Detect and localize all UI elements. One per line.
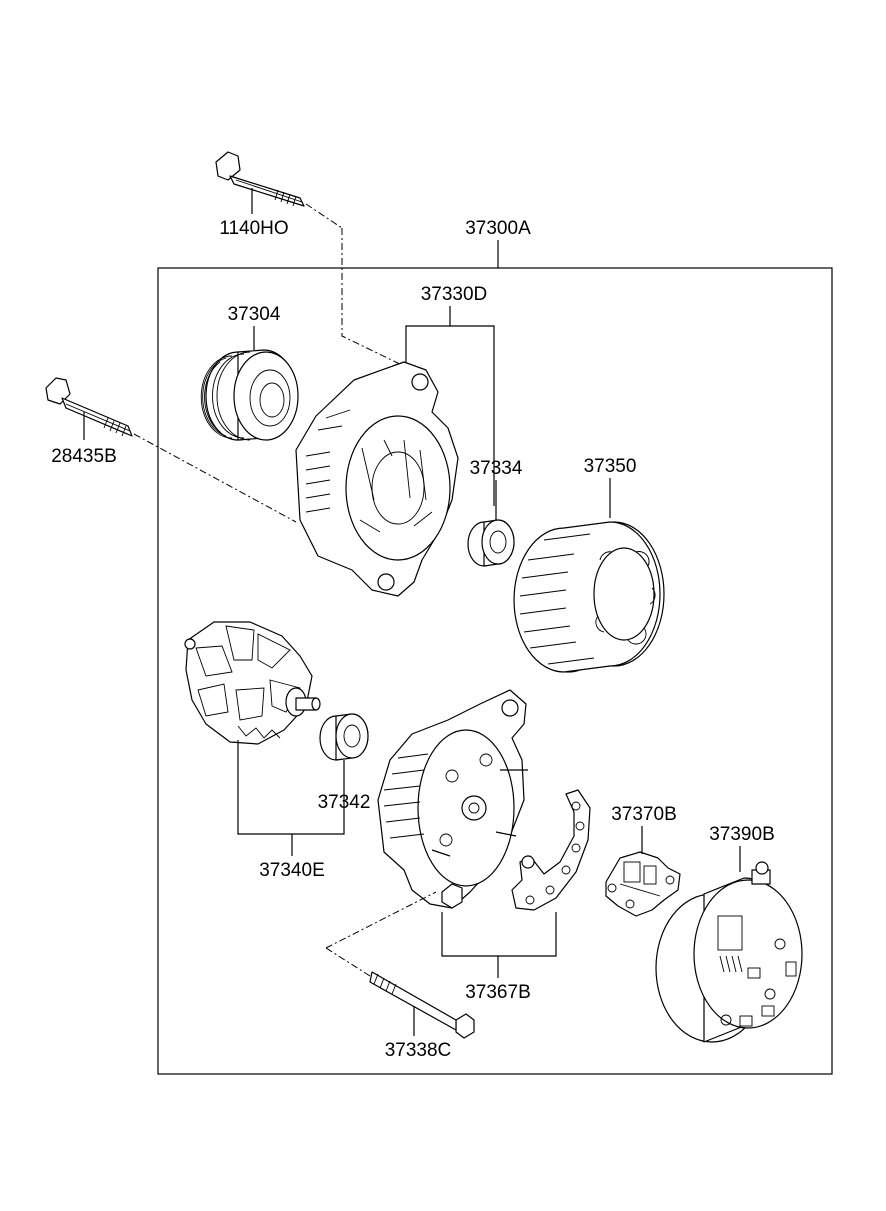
label-stator: 37350: [584, 456, 637, 477]
rectifier-37367B[interactable]: [441, 789, 591, 978]
front-bearing-37334[interactable]: [467, 480, 515, 567]
label-pulley: 37304: [228, 304, 281, 325]
rear-bracket[interactable]: [377, 689, 528, 909]
pulley-37304[interactable]: [200, 326, 299, 441]
label-rear-cover: 37390B: [709, 824, 775, 845]
label-bolt-top: 1140HO: [219, 218, 288, 239]
regulator-37370B[interactable]: [605, 826, 681, 917]
bolt-1140HO[interactable]: [215, 151, 405, 367]
assembly-frame: [157, 267, 833, 1075]
label-front-bearing: 37334: [470, 458, 523, 479]
bolt-28435B[interactable]: [45, 377, 297, 523]
front-bracket-37330D[interactable]: [295, 306, 495, 597]
label-rectifier: 37367B: [465, 982, 531, 1003]
label-assembly: 37300A: [465, 218, 531, 239]
through-bolt-37338C[interactable]: [325, 891, 475, 1039]
label-bolt-left: 28435B: [51, 446, 117, 467]
rotor-assembly-37340E[interactable]: [184, 621, 345, 856]
rear-cover-37390B[interactable]: [655, 846, 803, 1043]
label-rear-bearing: 37342: [318, 792, 371, 813]
label-rotor: 37340E: [259, 860, 325, 881]
label-through-bolt: 37338C: [385, 1040, 452, 1061]
rear-bearing-37342[interactable]: [319, 713, 369, 788]
label-regulator: 37370B: [611, 804, 677, 825]
stator-37350[interactable]: [513, 478, 665, 673]
label-front-bracket: 37330D: [421, 284, 488, 305]
